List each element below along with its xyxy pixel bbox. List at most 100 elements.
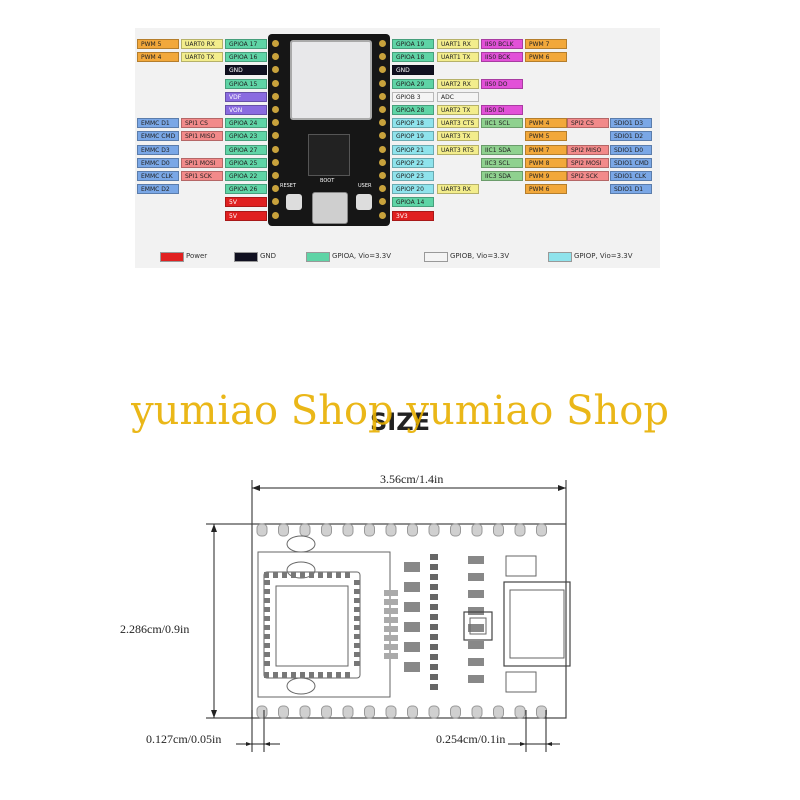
pin-label: IIC1 SDA	[481, 144, 523, 155]
header-strip-pin	[430, 614, 438, 620]
pin-label: UART3 CTS	[437, 118, 479, 129]
module-pin	[318, 572, 323, 578]
pin-label: GPIOA 18	[392, 52, 434, 63]
castellated-pad-top	[256, 523, 268, 537]
module-outline	[257, 551, 391, 698]
module-pin	[282, 672, 287, 678]
module-pin	[264, 616, 270, 621]
module-pin	[264, 607, 270, 612]
pin-label: GPIOA 27	[225, 144, 267, 155]
castellated-pad-top	[299, 523, 311, 537]
module-pin	[264, 661, 270, 666]
header-pad	[272, 53, 279, 61]
header-strip-pin	[430, 594, 438, 600]
legend-gpioa: GPIOA, Vio=3.3V	[332, 252, 391, 260]
header-pad	[272, 211, 279, 219]
module-pin	[291, 672, 296, 678]
module-pin	[354, 661, 360, 666]
module-pin	[264, 672, 269, 678]
header-strip-pin	[430, 624, 438, 630]
usb-connector	[503, 581, 571, 667]
header-pad	[272, 40, 279, 47]
size-title: SIZE	[369, 408, 430, 436]
module-pin	[354, 607, 360, 612]
passive-component	[404, 602, 420, 612]
castellated-pad-bottom	[493, 705, 504, 719]
pin-label: UART2 RX	[437, 78, 479, 89]
module-pin	[273, 572, 278, 578]
header-pad	[379, 40, 386, 47]
pin-label: SPI2 MOSI	[567, 157, 609, 168]
module-pin	[264, 589, 270, 594]
legend-gpiob: GPIOB, Vio=3.3V	[450, 252, 510, 260]
button-outline	[505, 671, 537, 693]
module-chip	[263, 571, 361, 679]
castellated-pad-bottom	[536, 705, 547, 719]
width-arrow-right	[558, 485, 566, 491]
castellated-pad-bottom	[321, 705, 332, 719]
module-pin	[327, 572, 332, 578]
qfn-pad	[469, 617, 487, 635]
header-pad	[272, 106, 279, 113]
module-pin	[336, 572, 341, 578]
legend-gpiop: GPIOP, Vio=3.3V	[574, 252, 633, 260]
module-pin	[318, 672, 323, 678]
castellated-pad-bottom	[278, 705, 289, 719]
module-pin	[327, 672, 332, 678]
legend-gnd: GND	[260, 252, 277, 260]
castellated-pad-bottom	[428, 705, 440, 719]
pin-label: GPIOP 23	[392, 171, 434, 181]
boot-label: BOOT	[320, 178, 335, 184]
pin-label: UART3 TX	[437, 131, 479, 142]
module-pin	[264, 572, 269, 578]
module-pin	[354, 616, 360, 621]
module-pin	[264, 643, 270, 648]
header-strip-pin	[430, 674, 438, 680]
pin-label: IIC3 SDA	[481, 171, 523, 181]
passive-component	[384, 617, 398, 623]
module-pin	[336, 672, 341, 678]
pin-label: SPI1 MOSI	[181, 157, 223, 168]
height-arrow-top	[211, 524, 217, 532]
pin-label: SDIO1 CMD	[610, 157, 652, 168]
passive-component	[384, 608, 398, 614]
pin-label: EMMC CLK	[137, 171, 179, 181]
castellated-pad-bottom	[407, 705, 418, 719]
module-notch-bottom	[286, 677, 316, 695]
pin-label: GPIOA 24	[225, 118, 267, 129]
reset-button	[286, 194, 302, 210]
pin-label: SDIO1 D0	[610, 144, 652, 155]
header-pad	[272, 79, 279, 87]
pin-label: GPIOP 21	[392, 144, 434, 155]
header-strip-pin	[430, 684, 438, 690]
pin-label: ADC	[437, 91, 479, 102]
components	[384, 554, 537, 693]
castellated-pad-top	[385, 523, 397, 537]
pitch-arrow-right	[546, 742, 552, 746]
header-pad	[272, 92, 279, 100]
pin-label: PWM 8	[525, 157, 567, 168]
pin-label: GPIOA 14	[392, 197, 434, 208]
pin-label: IIS0 DI	[481, 105, 523, 115]
castellated-pad-bottom	[299, 705, 311, 719]
pin-label: PWM 7	[525, 144, 567, 155]
pin-label: PWM 5	[525, 131, 567, 142]
pin-label: GPIOP 19	[392, 131, 434, 142]
passive-component	[384, 626, 398, 632]
pad-arrow-right	[264, 742, 270, 746]
castellated-pad-bottom	[364, 705, 375, 719]
pin-label: GPIOA 23	[225, 131, 267, 142]
pin-label: GPIOA 28	[392, 105, 434, 115]
header-pad	[272, 145, 279, 153]
passive-component	[468, 607, 484, 615]
pin-label: 3V3	[392, 210, 434, 221]
pin-label: GPIOP 20	[392, 184, 434, 195]
board-image: RESET USER BOOT	[268, 34, 390, 226]
passive-component	[468, 573, 484, 581]
header-pad	[379, 211, 386, 219]
pin-label: IIC1 SCL	[481, 118, 523, 129]
legend-gpiop-swatch	[548, 252, 572, 262]
button-outline	[505, 555, 537, 577]
pin-label: UART2 TX	[437, 105, 479, 115]
pin-label: GPIOB 3	[392, 91, 434, 102]
